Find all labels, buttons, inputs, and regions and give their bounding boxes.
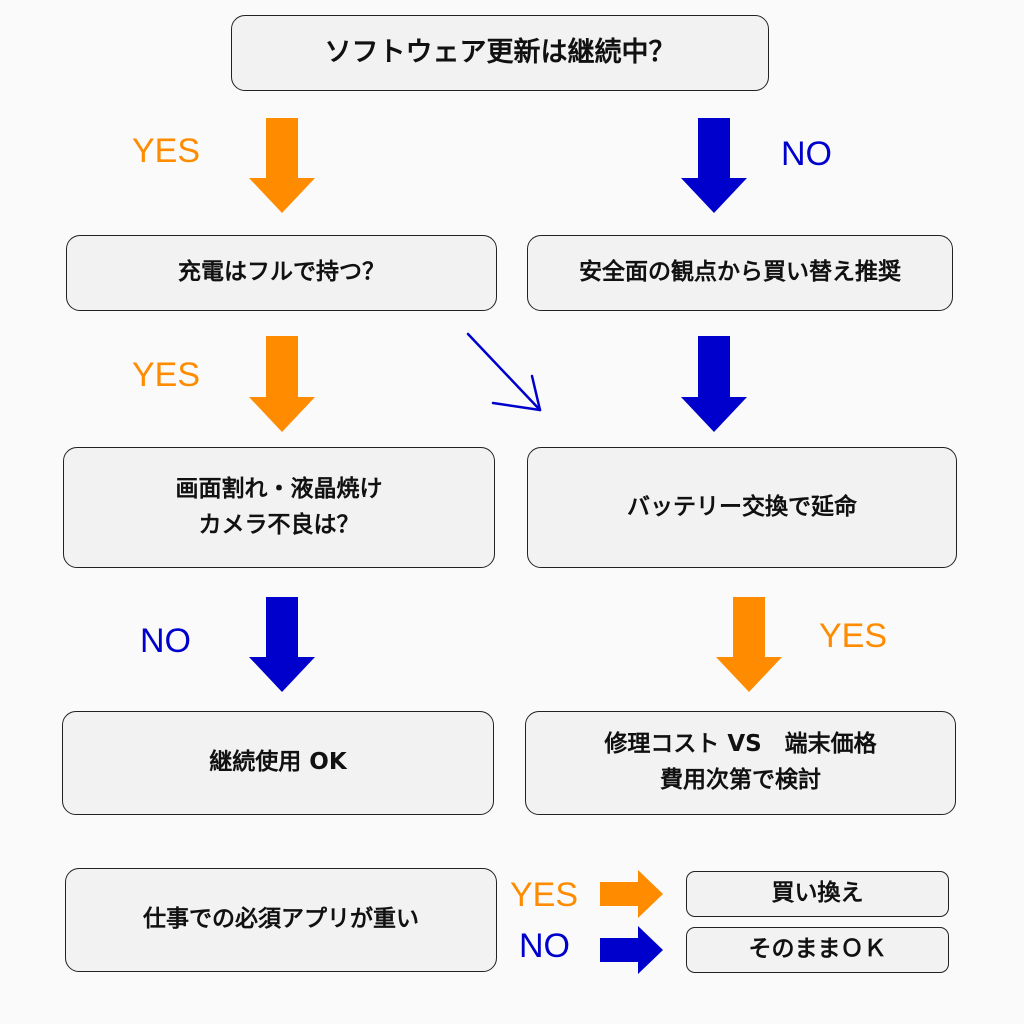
label-no-3: NO [519, 927, 570, 965]
box-full-charge: 充電はフルで持つ？ [66, 235, 497, 311]
box-damage-check-line1: 画面割れ・液晶焼け [175, 475, 383, 502]
box-full-charge-text: 充電はフルで持つ？ [178, 259, 385, 286]
arrow-yes-apps-to-buy [600, 870, 663, 918]
box-keep-ok-text: そのままＯＫ [748, 936, 887, 963]
arrow-diagonal-charge-to-battery [466, 332, 542, 412]
arrow-yes-charge-to-damage [249, 336, 315, 432]
label-no-2: NO [140, 622, 191, 660]
box-battery-replace: バッテリー交換で延命 [527, 447, 957, 568]
box-battery-replace-text: バッテリー交換で延命 [627, 493, 857, 520]
arrow-no-start-to-replace [681, 118, 747, 213]
label-yes-4: YES [510, 876, 579, 914]
arrow-yes-start-to-charge [249, 118, 315, 213]
box-heavy-apps-text: 仕事での必須アプリが重い [143, 906, 419, 933]
box-software-update: ソフトウェア更新は継続中？ [231, 15, 769, 91]
box-damage-check-line2: カメラ不良は？ [198, 511, 360, 538]
arrow-no-damage-to-continue [249, 597, 315, 692]
box-repair-cost: 修理コスト VS 端末価格 費用次第で検討 [525, 711, 956, 815]
label-yes-3: YES [819, 617, 888, 655]
box-damage-check: 画面割れ・液晶焼け カメラ不良は？ [63, 447, 495, 568]
box-buy-new: 買い換え [686, 871, 949, 917]
arrow-yes-battery-to-repair [716, 597, 782, 692]
label-yes-1: YES [132, 132, 201, 170]
box-heavy-apps: 仕事での必須アプリが重い [65, 868, 497, 972]
box-software-update-text: ソフトウェア更新は継続中？ [324, 37, 676, 69]
box-keep-ok: そのままＯＫ [686, 927, 949, 973]
label-yes-2: YES [132, 356, 201, 394]
arrow-no-apps-to-keep [600, 926, 663, 974]
box-buy-new-text: 買い換え [771, 880, 864, 907]
arrow-down-replace-to-battery [681, 336, 747, 432]
box-continue-ok: 継続使用 OK [62, 711, 494, 815]
box-replace-recommend-text: 安全面の観点から買い替え推奨 [579, 259, 901, 286]
box-repair-cost-line2: 費用次第で検討 [660, 767, 821, 793]
label-no-1: NO [781, 135, 832, 173]
box-continue-ok-text: 継続使用 OK [209, 749, 347, 776]
box-repair-cost-line1: 修理コスト VS 端末価格 [604, 731, 877, 758]
box-replace-recommend: 安全面の観点から買い替え推奨 [527, 235, 953, 311]
